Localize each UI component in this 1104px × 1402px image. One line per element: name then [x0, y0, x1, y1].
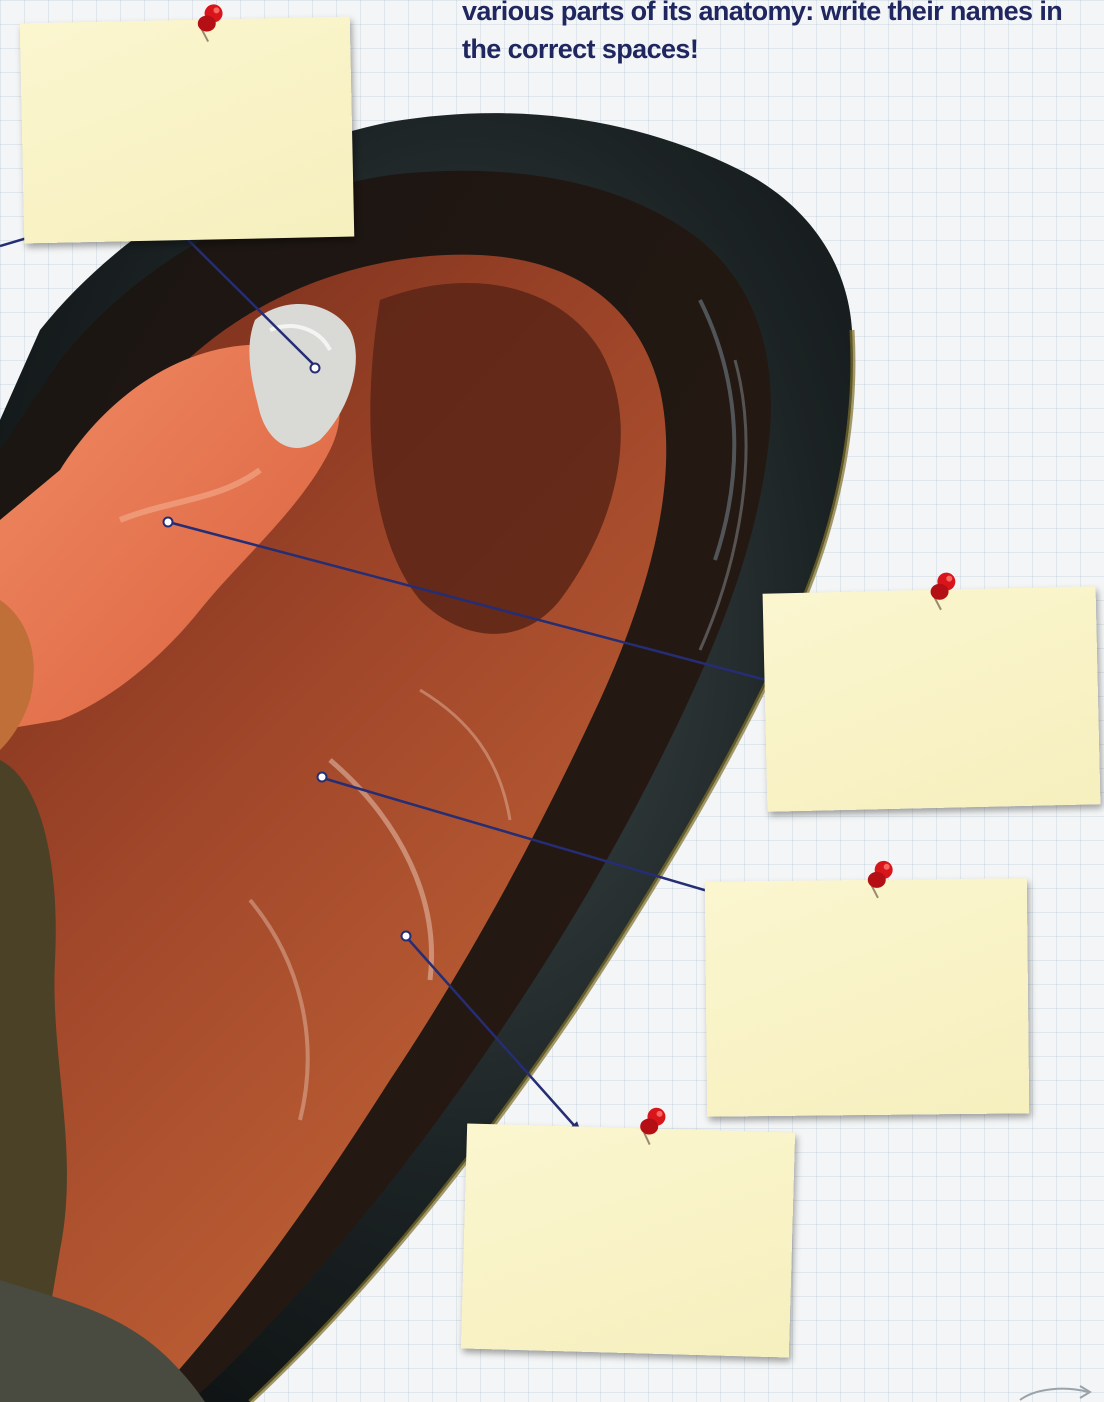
pushpin-icon — [189, 0, 230, 48]
label-note-top-left[interactable] — [20, 17, 355, 244]
label-note-right[interactable] — [763, 586, 1101, 811]
label-text — [481, 1289, 770, 1337]
pushpin-icon — [632, 1102, 673, 1151]
label-note-middle-right[interactable] — [705, 878, 1029, 1116]
pushpin-icon — [860, 856, 901, 904]
instructions-text: various parts of its anatomy: write thei… — [462, 0, 1102, 68]
page-curl-arrow-icon[interactable] — [1016, 1380, 1096, 1402]
label-text — [43, 177, 334, 223]
label-text — [786, 745, 1080, 792]
label-text — [727, 1054, 1009, 1097]
label-note-bottom[interactable] — [461, 1123, 795, 1357]
pushpin-icon — [922, 567, 963, 616]
